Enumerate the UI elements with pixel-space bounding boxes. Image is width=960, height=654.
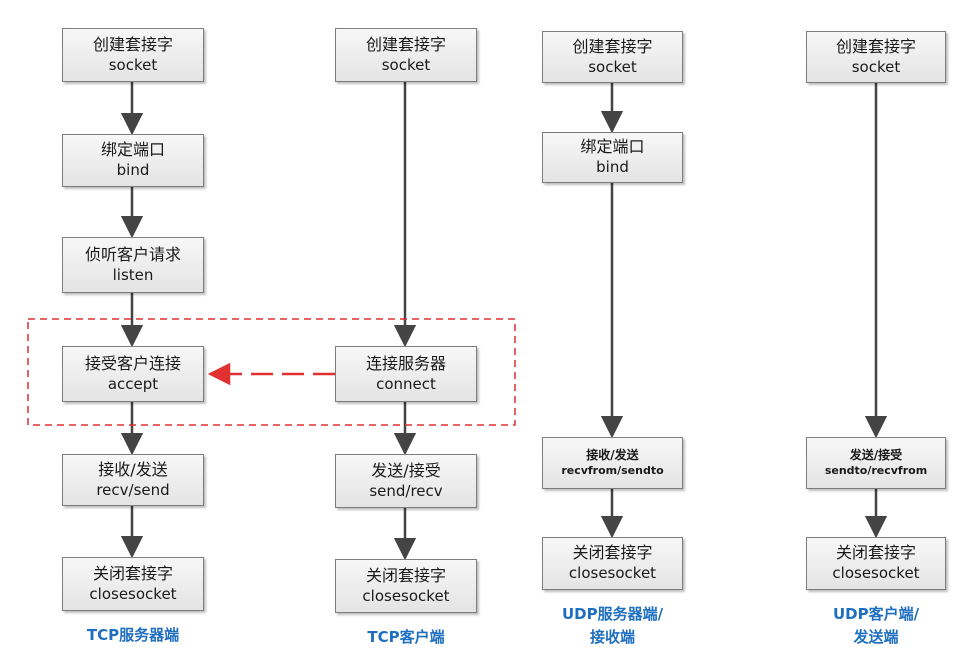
tcp-server-listen-box: 侦听客户请求 listen <box>62 237 204 293</box>
step-label: 关闭套接字 <box>365 565 446 585</box>
udp-client-sendto-box: 发送/接受 sendto/recvfrom <box>806 437 946 489</box>
caption-line: 接收端 <box>589 627 635 646</box>
tcp-client-caption: TCP客户端 <box>367 628 445 646</box>
step-function: closesocket <box>89 584 177 603</box>
step-label: 接受客户连接 <box>84 353 181 373</box>
tcp-server-accept-box: 接受客户连接 accept <box>62 346 204 402</box>
udp-server-socket-box: 创建套接字 socket <box>542 31 683 83</box>
step-function: recvfrom/sendto <box>561 463 664 477</box>
tcp-client-send-box: 发送/接受 send/recv <box>335 454 477 508</box>
udp-client-caption: UDP客户端/ 发送端 <box>786 603 960 648</box>
step-function: connect <box>376 374 436 393</box>
caption-line: UDP服务器端/ <box>561 605 664 623</box>
tcp-server-socket-box: 创建套接字 socket <box>62 28 204 82</box>
step-function: socket <box>588 57 637 76</box>
step-label: 接收/发送 <box>586 448 639 463</box>
step-function: socket <box>108 55 158 74</box>
udp-server-caption: UDP服务器端/ 接收端 <box>522 603 703 648</box>
step-label: 发送/接受 <box>371 460 441 480</box>
caption-line: UDP客户端/ <box>832 605 920 623</box>
connection-highlight-box <box>27 318 516 426</box>
udp-client-close-box: 关闭套接字 closesocket <box>806 537 946 590</box>
tcp-server-bind-box: 绑定端口 bind <box>62 134 204 187</box>
udp-server-recvfrom-box: 接收/发送 recvfrom/sendto <box>542 437 683 489</box>
step-label: 关闭套接字 <box>92 563 173 583</box>
step-label: 绑定端口 <box>100 140 165 160</box>
udp-server-bind-box: 绑定端口 bind <box>542 132 683 183</box>
udp-client-socket-box: 创建套接字 socket <box>806 31 946 83</box>
step-label: 创建套接字 <box>365 34 446 54</box>
step-label: 创建套接字 <box>572 36 653 56</box>
step-label: 发送/接受 <box>849 448 903 463</box>
step-label: 绑定端口 <box>580 137 645 157</box>
udp-server-close-box: 关闭套接字 closesocket <box>542 537 683 590</box>
step-function: socket <box>381 55 431 74</box>
caption-line: 发送端 <box>853 627 899 646</box>
step-function: closesocket <box>832 564 920 583</box>
step-label: 连接服务器 <box>365 353 446 373</box>
step-function: bind <box>116 161 150 180</box>
tcp-server-caption: TCP服务器端 <box>86 626 180 644</box>
tcp-server-recv-box: 接收/发送 recv/send <box>62 454 204 506</box>
step-label: 创建套接字 <box>92 34 173 54</box>
step-label: 接收/发送 <box>98 459 168 479</box>
tcp-client-socket-box: 创建套接字 socket <box>335 28 477 82</box>
step-function: closesocket <box>362 586 450 605</box>
step-label: 关闭套接字 <box>835 543 916 563</box>
tcp-client-close-box: 关闭套接字 closesocket <box>335 559 477 613</box>
tcp-server-close-box: 关闭套接字 closesocket <box>62 557 204 611</box>
step-function: recv/send <box>96 480 170 499</box>
step-label: 关闭套接字 <box>572 543 653 563</box>
step-label: 创建套接字 <box>835 36 916 56</box>
step-function: listen <box>112 265 154 284</box>
step-function: send/recv <box>369 481 443 500</box>
step-function: closesocket <box>568 564 657 583</box>
step-function: sendto/recvfrom <box>824 463 928 477</box>
step-function: bind <box>596 158 629 177</box>
tcp-client-connect-box: 连接服务器 connect <box>335 346 477 402</box>
step-function: socket <box>851 57 901 76</box>
step-label: 侦听客户请求 <box>84 244 181 264</box>
step-function: accept <box>107 374 159 393</box>
